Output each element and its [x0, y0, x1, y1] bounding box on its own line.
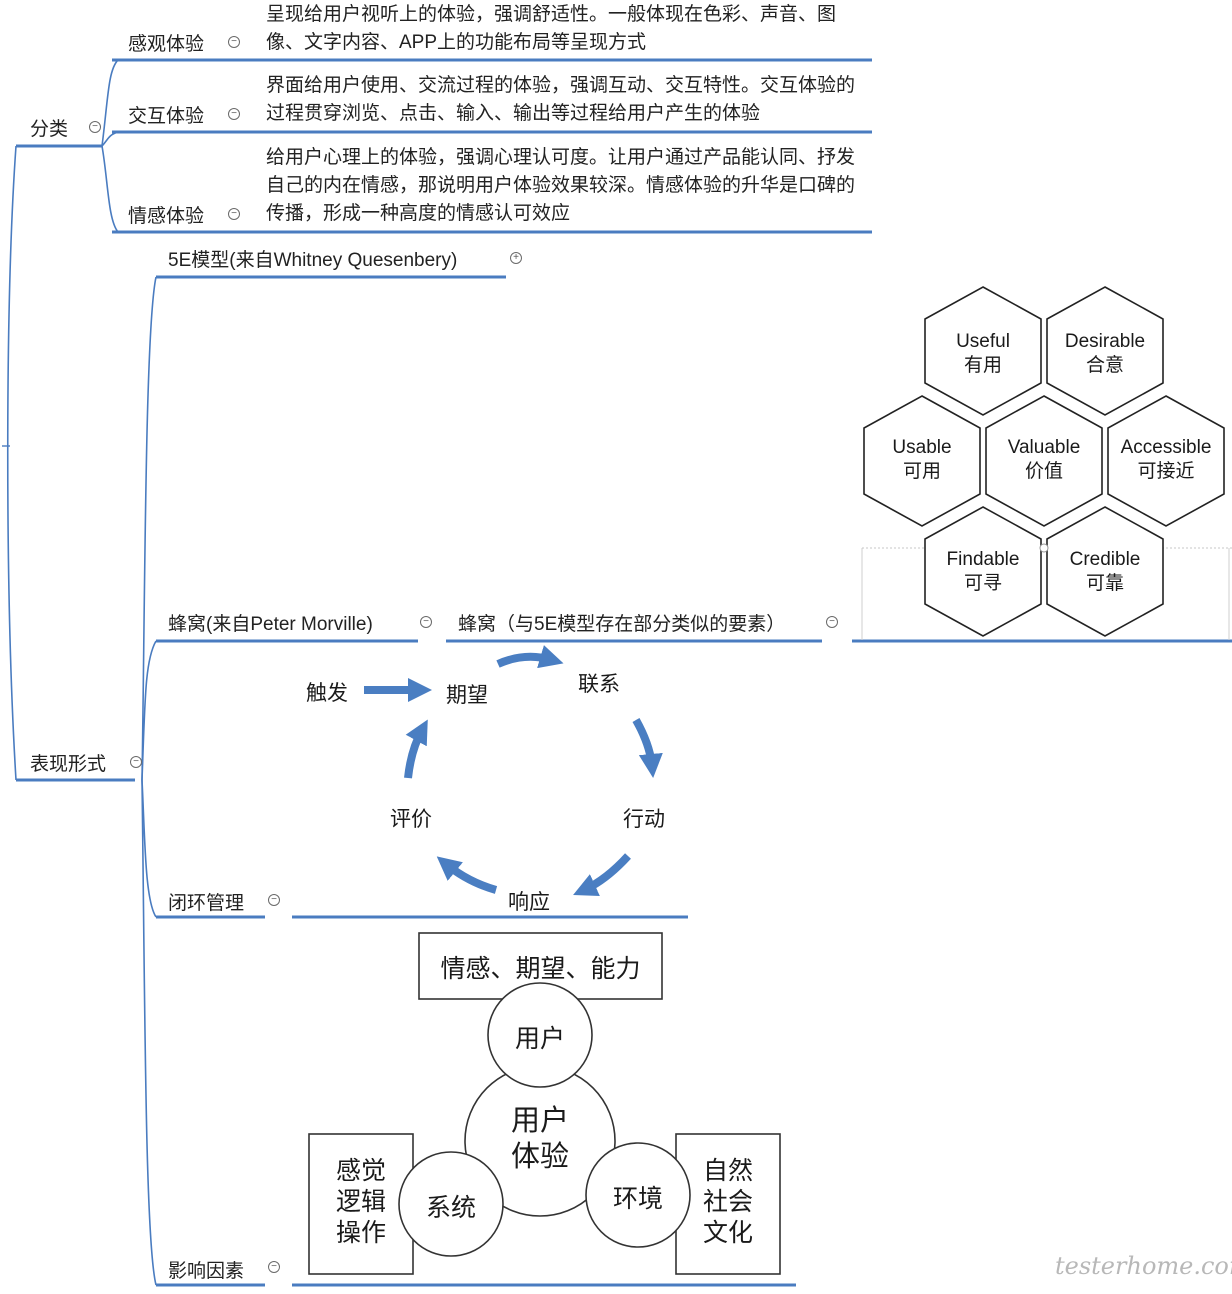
user-circle: [487, 982, 593, 1088]
influence-factors-label[interactable]: 影响因素: [168, 1261, 245, 1282]
five-e-model-label[interactable]: 5E模型(来自Whitney Quesenbery): [168, 250, 458, 271]
hex-findable: [924, 506, 1042, 637]
category-branch-label[interactable]: 分类: [30, 119, 69, 140]
honeycomb-label[interactable]: 蜂窝(来自Peter Morville): [168, 614, 373, 635]
user-attributes-text: 情感、期望、能力: [440, 955, 641, 983]
environment-attributes-box: [675, 1133, 781, 1275]
loop-evaluate: 评价: [390, 808, 432, 831]
arrow-response-evaluate: [436, 856, 498, 894]
hex-useful: [924, 286, 1042, 416]
environment-circle: [585, 1142, 691, 1248]
emotional-experience-desc: 给用户心理上的体验，强调心理认可度。让用户通过产品能认同、抒发自己的内在情感，那…: [266, 147, 856, 224]
expand-icon[interactable]: +: [510, 252, 522, 264]
sensory-experience-label[interactable]: 感观体验: [128, 34, 205, 55]
collapse-icon[interactable]: −: [268, 1261, 280, 1273]
arrow-evaluate-expect: [404, 719, 428, 779]
loop-connect: 联系: [578, 673, 620, 696]
system-attributes-text: 感觉逻辑操作: [335, 1157, 386, 1247]
hex-usable: [863, 395, 981, 527]
forms-branch-label[interactable]: 表现形式: [30, 754, 107, 775]
main-spine: [6, 145, 17, 781]
honeycomb-note[interactable]: 蜂窝（与5E模型存在部分类似的要素）: [458, 614, 786, 635]
environment-attributes-text: 自然社会文化: [702, 1157, 753, 1247]
system-circle: [398, 1151, 504, 1257]
arrow-action-response: [573, 853, 631, 896]
closed-loop-label[interactable]: 闭环管理: [168, 893, 245, 914]
emotional-experience-label[interactable]: 情感体验: [128, 206, 205, 227]
system-circle-label: 系统: [425, 1194, 476, 1222]
loop-trigger: 触发: [306, 682, 348, 705]
interaction-experience-label[interactable]: 交互体验: [128, 106, 205, 127]
sensory-experience-desc: 呈现给用户视听上的体验，强调舒适性。一般体现在色彩、声音、图像、文字内容、APP…: [266, 4, 837, 53]
loop-expect: 期望: [446, 684, 488, 707]
user-circle-label: 用户: [514, 1025, 565, 1053]
arrow-expect-connect: [496, 645, 564, 669]
collapse-icon[interactable]: −: [228, 208, 240, 220]
loop-response: 响应: [508, 891, 550, 914]
collapse-icon[interactable]: −: [228, 108, 240, 120]
environment-circle-label: 环境: [612, 1185, 663, 1213]
hex-credible: [1046, 506, 1164, 637]
center-circle-label: 用户体验: [510, 1105, 569, 1173]
hex-valuable: [985, 395, 1103, 527]
hex-accessible: [1107, 395, 1225, 527]
collapse-icon[interactable]: −: [826, 616, 838, 628]
loop-action: 行动: [623, 808, 665, 831]
arrow-connect-action: [632, 718, 663, 778]
collapse-icon[interactable]: −: [228, 36, 240, 48]
interaction-experience-desc: 界面给用户使用、交流过程的体验，强调互动、交互特性。交互体验的过程贯穿浏览、点击…: [266, 75, 856, 124]
watermark: testerhome.com: [1055, 1252, 1232, 1280]
collapse-icon[interactable]: −: [420, 616, 432, 628]
collapse-icon[interactable]: −: [130, 756, 142, 768]
collapse-icon[interactable]: −: [268, 894, 280, 906]
hex-desirable: [1046, 286, 1164, 416]
system-attributes-box: [308, 1133, 414, 1275]
collapse-icon[interactable]: −: [89, 121, 101, 133]
